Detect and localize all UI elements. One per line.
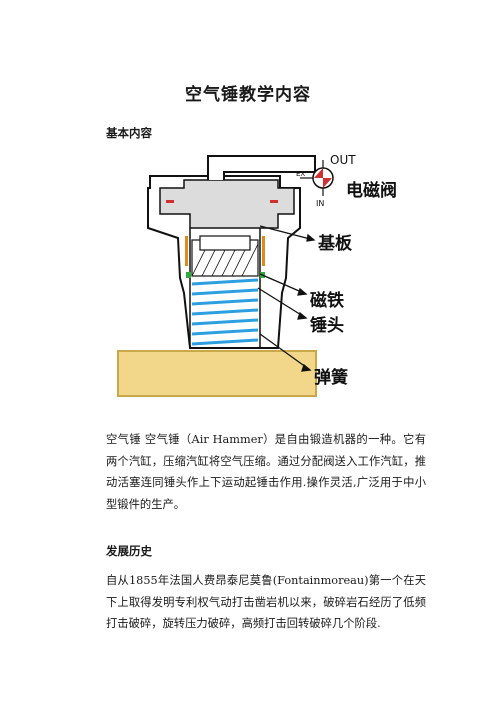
callout-solenoid-valve: 电磁阀 [346, 180, 397, 201]
spring-coils [191, 278, 259, 346]
marker-right [270, 200, 278, 203]
air-hammer-diagram: OUT EX IN 电磁阀 基板 磁铁 锤头 弹簧 [117, 153, 397, 397]
section-paragraph-history: 自从1855年法国人费昂泰尼莫鲁(Fontainmoreau)第一个在天下上取得… [106, 574, 426, 630]
callout-magnet: 磁铁 [310, 290, 344, 311]
port-label-ex: EX [296, 170, 305, 178]
marker-left [166, 200, 174, 203]
section-heading-history: 发展历史 [106, 544, 152, 558]
upper-chamber [159, 179, 295, 229]
page-title: 空气锤教学内容 [185, 85, 311, 105]
air-pipe [207, 155, 316, 180]
base-block [117, 350, 317, 397]
magnet-left [186, 272, 191, 278]
section-heading-basic: 基本内容 [106, 126, 152, 140]
callout-spring: 弹簧 [314, 367, 348, 388]
port-label-in: IN [316, 199, 324, 208]
piston-head [199, 235, 251, 251]
callout-hammer-head: 锤头 [310, 315, 344, 336]
callout-substrate: 基板 [317, 233, 353, 254]
port-label-out: OUT [330, 153, 356, 167]
section-paragraph-basic: 空气锤 空气锤（Air Hammer）是自由锻造机器的一种。它有两个汽缸，压缩汽… [106, 433, 426, 511]
